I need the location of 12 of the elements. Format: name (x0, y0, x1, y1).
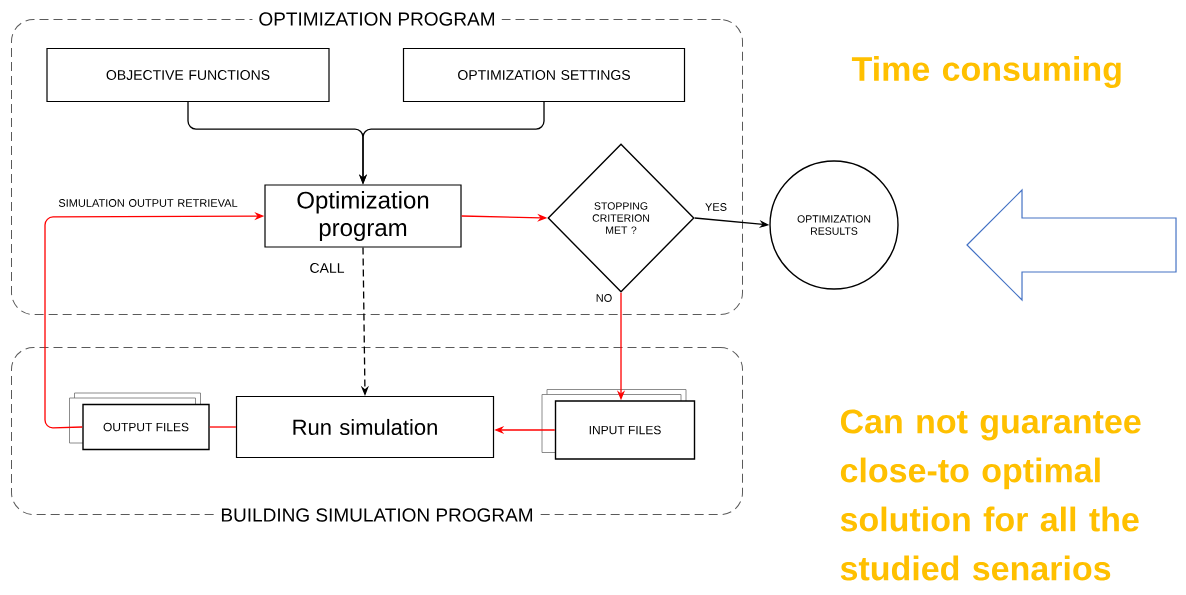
edge-label: CALL (308, 262, 346, 274)
note-text: Can not guarantee close-to optimal solution for all the studied senarios (840, 409, 1141, 581)
input-box: OBJECTIVE FUNCTIONS (46, 47, 330, 103)
edge-label: NO (594, 293, 614, 303)
input-box: OPTIMIZATION SETTINGS (402, 47, 686, 103)
process-box: Run simulation (235, 395, 495, 459)
edge-label: YES (704, 202, 728, 212)
file-stack: INPUT FILES (541, 389, 696, 460)
note-text: Time consuming (851, 56, 1121, 88)
process-box: Optimization program (264, 184, 462, 248)
edge-label: SIMULATION OUTPUT RETRIEVAL (52, 198, 244, 208)
file-stack: OUTPUT FILES (69, 392, 210, 451)
